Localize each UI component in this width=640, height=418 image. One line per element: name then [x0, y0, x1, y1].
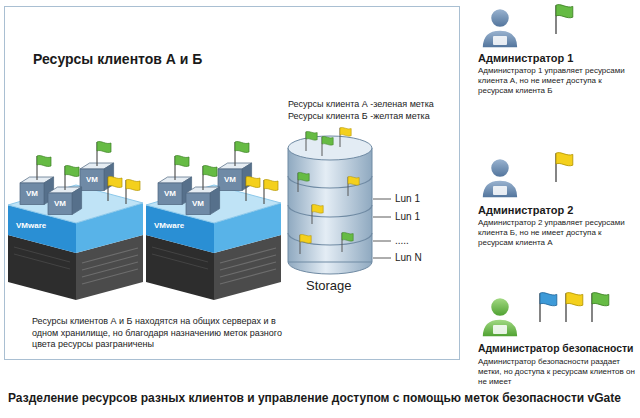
- lun-label: Lun 1: [395, 193, 420, 205]
- server-right: [146, 142, 281, 300]
- admin-description: Администратор 1 управляет ресурсами клие…: [478, 66, 635, 96]
- server-left: [8, 142, 143, 300]
- vm-label: VM: [186, 193, 210, 214]
- admin-flag: [540, 293, 557, 322]
- lun-leader-lines: [373, 199, 391, 258]
- admin-flag: [556, 5, 573, 34]
- admin-icon: [482, 159, 518, 199]
- lun-label: .....: [395, 235, 409, 247]
- vm-label: VM: [158, 183, 182, 204]
- security-admin-icon: [482, 298, 518, 338]
- frame-heading: Ресурсы клиентов А и Б: [33, 51, 202, 68]
- vm-label: VM: [20, 183, 44, 204]
- lun-label: Lun N: [395, 252, 422, 264]
- server-brand: VMware: [16, 221, 46, 231]
- legend-note: Ресурсы клиента А -зеленая метка: [288, 99, 434, 110]
- lun-label: Lun 1: [395, 211, 420, 223]
- vm-label: VM: [48, 193, 72, 214]
- admin-title: Администратор безопасности: [478, 343, 633, 355]
- storage-label: Storage: [306, 278, 352, 294]
- admin-title: Администратор 2: [478, 204, 573, 217]
- admin-title: Администратор 1: [478, 52, 573, 65]
- note-text: Ресурсы клиентов А и Б находятся на общи…: [32, 316, 284, 351]
- admin-icon: [482, 9, 518, 49]
- storage-cylinder: [288, 127, 372, 274]
- figure-caption: Разделение ресурсов разных клиентов и уп…: [8, 391, 621, 405]
- admin-description: Администратор безопасности раздает метки…: [478, 357, 635, 387]
- admin-flag: [566, 293, 583, 322]
- admin-flag: [592, 293, 609, 322]
- legend-note: Ресурсы клиента Б -желтая метка: [288, 111, 430, 122]
- vm-label: VM: [218, 169, 242, 190]
- admin-description: Администратор 2 управляет ресурсами клие…: [478, 218, 635, 248]
- server-brand: VMware: [154, 221, 184, 231]
- admin-flag: [556, 153, 573, 182]
- vm-label: VM: [80, 169, 104, 190]
